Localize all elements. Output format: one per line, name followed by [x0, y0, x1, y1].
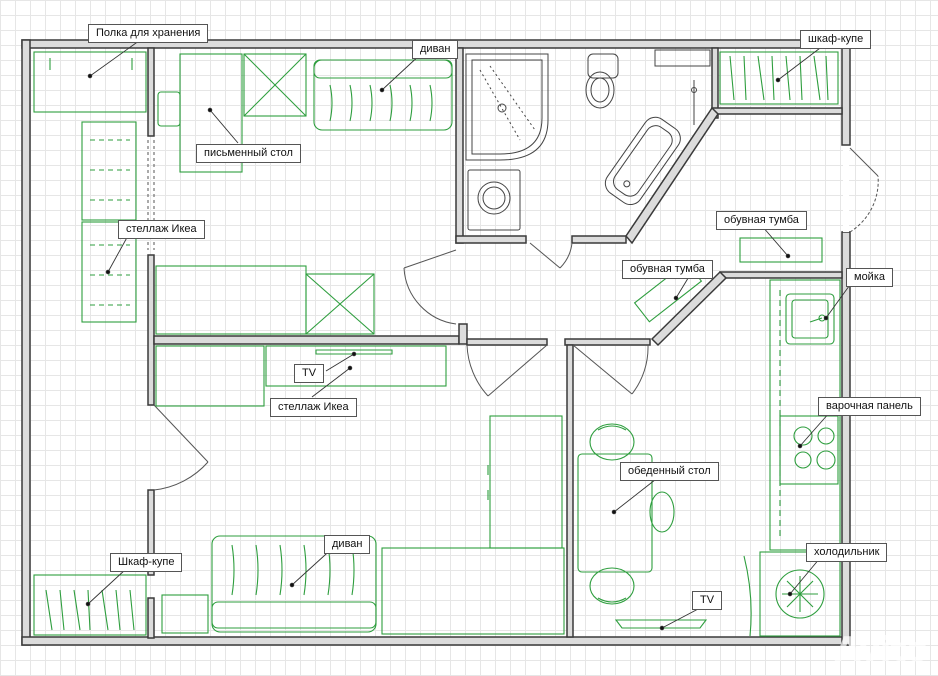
sink-basin — [785, 293, 835, 345]
hob-burner-icon — [793, 426, 813, 446]
snowflake-icon — [782, 576, 818, 612]
bathroom-fixtures — [465, 49, 711, 231]
avito-watermark: Avito — [834, 630, 929, 670]
walls — [21, 39, 851, 646]
tv-stand-living — [265, 345, 447, 387]
label-shoe-cabinet-2: обувная тумба — [622, 260, 713, 279]
furniture — [33, 51, 841, 637]
label-ikea-rack-left: стеллаж Икеа — [118, 220, 205, 239]
label-sofa-living: диван — [324, 535, 371, 554]
label-wardrobe-living: Шкаф-купе — [110, 553, 183, 572]
shower-drain-icon — [497, 103, 507, 113]
fridge-box — [759, 551, 841, 637]
storage-shelf — [33, 51, 147, 113]
label-tv-living: TV — [294, 364, 325, 383]
dining-table — [577, 453, 653, 573]
label-ikea-rack-living: стеллаж Икеа — [270, 398, 357, 417]
label-storage-shelf: Полка для хранения — [88, 24, 209, 43]
sofa-living — [211, 535, 377, 633]
ikea-rack-left-lower — [81, 221, 137, 323]
label-sofa-top: диван — [412, 40, 459, 59]
label-sink: мойка — [846, 268, 893, 287]
door-gaps — [843, 146, 849, 232]
hob-panel — [779, 415, 839, 485]
wardrobe-top — [719, 51, 839, 105]
diagonal-walls — [625, 106, 728, 347]
wardrobe-living — [33, 574, 147, 636]
label-hob: варочная панель — [818, 397, 921, 416]
label-tv-kitchen: TV — [692, 591, 723, 610]
label-wardrobe-top: шкаф-купе — [800, 30, 872, 49]
label-dining-table: обеденный стол — [620, 462, 719, 481]
label-shoe-cabinet-1: обувная тумба — [716, 211, 807, 230]
label-fridge: холодильник — [806, 543, 888, 562]
label-desk: письменный стол — [196, 144, 301, 163]
tv-kitchen-shape — [614, 619, 708, 629]
washing-machine-drum-icon — [477, 181, 511, 215]
doors — [147, 140, 879, 491]
ikea-rack-left-upper — [81, 121, 137, 221]
shoe-cabinet-1 — [739, 237, 823, 263]
